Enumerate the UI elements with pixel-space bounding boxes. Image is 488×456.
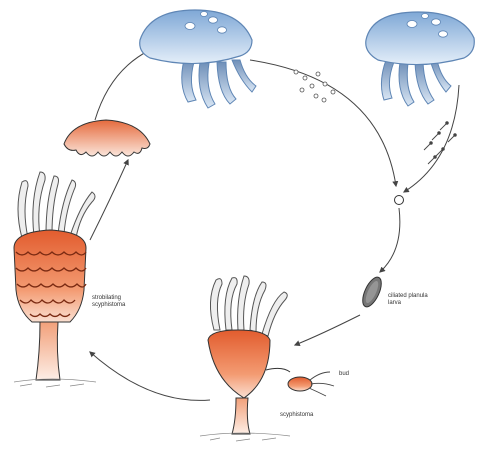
arrow-ephyra-to-medusa bbox=[95, 50, 150, 120]
cycle-arrows bbox=[90, 50, 459, 400]
strobila bbox=[14, 172, 95, 380]
adult-medusa bbox=[140, 10, 256, 108]
label-strobilating-scyphistoma: strobilating scyphistoma bbox=[92, 295, 140, 309]
bud bbox=[288, 372, 334, 396]
label-ciliated-planula-larva: ciliated planula larva bbox=[388, 293, 436, 307]
planula-larva bbox=[359, 275, 385, 310]
ephyra bbox=[64, 120, 150, 156]
arrow-zygote-to-larva bbox=[380, 208, 400, 272]
label-scyphistoma: scyphistoma bbox=[280, 412, 313, 419]
arrow-strobila-to-ephyra bbox=[90, 160, 128, 240]
arrow-larva-to-scyphistoma bbox=[295, 315, 360, 345]
zygote bbox=[395, 196, 404, 205]
arrow-medusa-to-zygote bbox=[250, 60, 396, 186]
label-bud: bud bbox=[339, 371, 349, 378]
scyphistoma-polyp bbox=[208, 276, 290, 434]
arrow-scyphistoma-to-strobila bbox=[90, 352, 210, 400]
spawning-medusa bbox=[366, 12, 475, 106]
